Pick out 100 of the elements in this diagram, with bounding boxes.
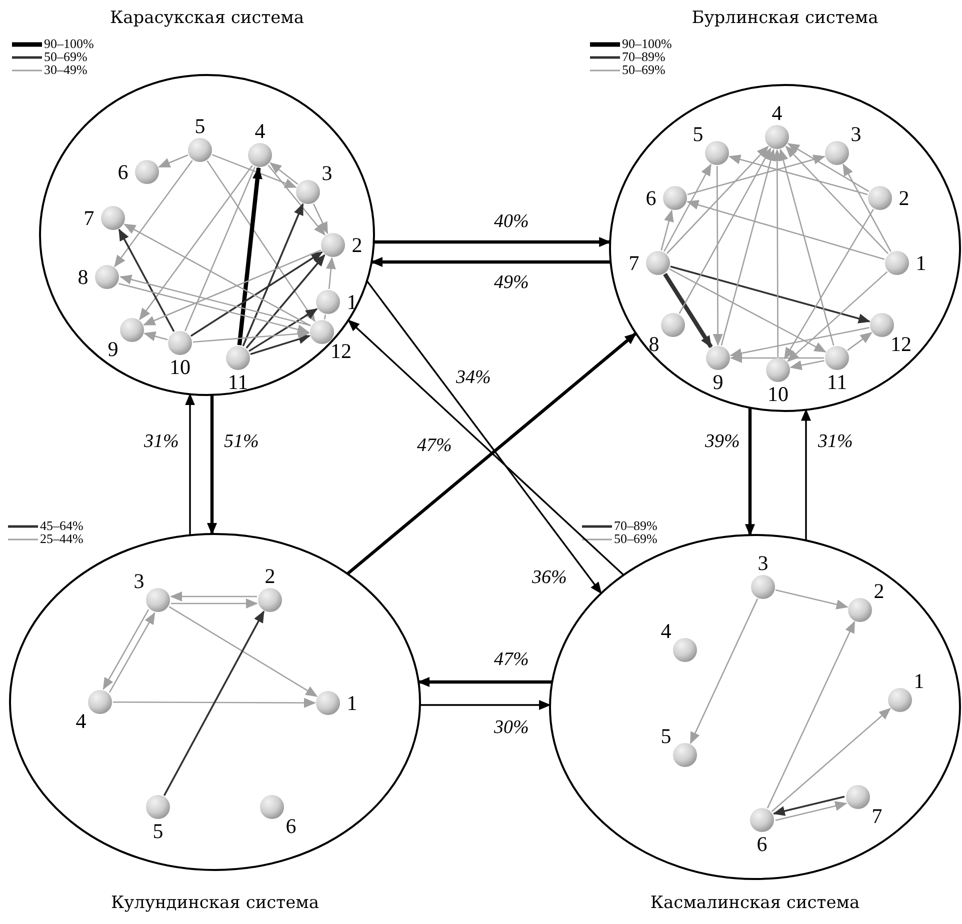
arrow [766,620,856,808]
node-number: 9 [712,372,724,392]
arrow [785,146,888,254]
arrow [326,257,336,290]
node-number: 6 [284,816,298,836]
legend-label: 70–89% [614,519,658,533]
legend-label: 45–64% [40,519,84,533]
arrow [374,237,612,247]
arrow [786,271,888,362]
arrow [678,148,772,314]
node-number: 8 [76,267,90,287]
legend-label: 50–69% [44,50,88,64]
arrow [158,154,188,168]
arrow [690,598,758,744]
arrow [190,251,323,337]
arrow [312,204,328,234]
arrow [842,164,892,252]
arrow [686,200,885,260]
arrow [728,154,868,196]
arrow [664,164,712,252]
node-number: 7 [870,806,884,826]
node-number: 12 [330,341,352,361]
arrow [772,149,782,357]
node-number: 3 [132,571,146,591]
arrow [778,148,834,346]
node-number: 4 [74,711,88,731]
system-title: Кулундинская система [110,893,320,913]
node-number: 3 [320,163,334,183]
arrow [745,408,755,536]
arrow [787,143,870,192]
node-number: 6 [756,834,768,854]
arrow [124,224,311,326]
arrow [268,164,326,236]
node-number: 1 [912,671,926,691]
arrow [163,610,265,796]
arrow [669,268,826,352]
arrow [237,166,262,346]
legend-label: 25–44% [40,532,84,546]
arrow [242,203,304,346]
node-number: 4 [254,121,266,141]
arrow [712,166,723,346]
node-number: 1 [346,292,358,312]
node-number: 3 [756,553,770,573]
legend-label: 50–69% [622,63,666,77]
system-title: Бурлинская система [690,8,880,28]
arrow [207,394,217,535]
arrow [784,208,874,360]
arrow [366,280,602,594]
node-number: 4 [660,621,672,641]
arrow [775,801,848,822]
node-number: 10 [168,357,192,377]
arrow [775,589,848,610]
node-number: 10 [766,384,790,404]
arrow [144,331,168,342]
legend-label: 30–49% [44,63,88,77]
system-title: Карасукская система [108,8,306,28]
arrow [143,250,322,326]
legend-label: 90–100% [622,37,672,51]
node-number: 6 [644,188,658,208]
arrow [847,332,872,351]
node-number: 2 [872,581,886,601]
arrow [118,282,310,334]
node-number: 2 [898,188,910,208]
arrow [730,326,870,358]
node-number: 11 [826,372,848,392]
arrow [663,272,713,348]
arrow [771,708,891,812]
arrow [660,210,674,251]
arrow [666,146,769,254]
arrow [168,606,318,697]
node-number: 8 [648,334,660,354]
node-number: 5 [152,821,164,841]
node-number: 11 [226,372,250,392]
node-number: 7 [628,253,640,273]
arrow [171,598,258,608]
node-number: 2 [350,235,364,255]
node-number: 5 [660,726,672,746]
arrow [790,360,824,370]
legend-label: 70–89% [622,50,666,64]
node-number: 9 [106,339,120,359]
node-number: 6 [116,162,130,182]
arrow [212,154,297,188]
legend-label: 50–69% [614,532,658,546]
arrow [170,592,257,602]
legend-label: 90–100% [44,37,94,51]
arrow [250,334,311,356]
arrow [139,165,253,320]
arrow [206,160,316,322]
node-number: 1 [346,693,358,713]
arrow [772,796,845,816]
node-number: 4 [770,103,784,123]
node-number: 3 [850,124,862,144]
arrow [114,160,193,268]
arrow [120,274,310,326]
arrow [670,266,870,324]
arrow [720,148,776,346]
arrow [248,308,318,352]
system-title: Касмалинская система [649,893,861,913]
arrow [108,612,156,693]
arrow [801,408,811,540]
